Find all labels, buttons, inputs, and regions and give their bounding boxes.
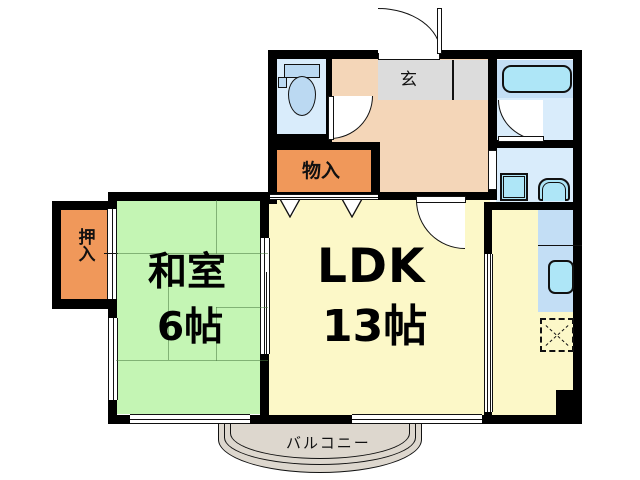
- kitchen-window-track-1: [487, 254, 488, 412]
- entrance-door-leaf[interactable]: [437, 8, 442, 54]
- wall-toilet-left: [268, 50, 277, 204]
- tatami-seam-h1: [116, 253, 268, 254]
- monoire-front-line: [270, 197, 378, 198]
- washing-machine-inner: [503, 176, 525, 198]
- tatami-seam-h3: [216, 307, 268, 308]
- wall-toilet-bottom: [268, 134, 332, 142]
- oshiire-fill: [60, 209, 108, 299]
- monoire-hanger-right-outline: [340, 198, 364, 218]
- refrigerator-space: [540, 318, 574, 352]
- wall-oshiire-left: [52, 201, 61, 309]
- entrance-door-swing[interactable]: [378, 8, 441, 53]
- genkan-label: 玄: [400, 70, 417, 90]
- oshiire-door-handle: [104, 253, 118, 254]
- washitsu-window-track: [130, 419, 250, 420]
- wall-oshiire-top: [52, 201, 116, 210]
- wall-hall-right: [488, 50, 497, 200]
- monoire-hanger-left-outline: [278, 198, 302, 218]
- balcony-window-track: [352, 419, 482, 420]
- balcony-label: バルコニー: [286, 434, 371, 452]
- oshiire-door-track: [112, 209, 113, 299]
- washitsu-window-left-track: [113, 318, 114, 400]
- genkan-tile: [378, 60, 490, 100]
- tatami-seam-v2: [216, 307, 217, 361]
- kitchen-sink: [548, 260, 574, 294]
- wall-washitsu-top: [108, 192, 268, 201]
- wall-bottom-right-notch: [556, 390, 582, 424]
- wall-monoire-right: [371, 142, 380, 200]
- vanity-sink-inner: [542, 182, 566, 201]
- bathtub: [502, 65, 572, 93]
- wall-bath-washroom: [488, 140, 582, 148]
- kitchen-counter-seam: [538, 245, 582, 246]
- toilet-bowl: [288, 76, 316, 116]
- toilet-tank-lever: [278, 77, 287, 88]
- tatami-seam-v3: [168, 253, 169, 360]
- monoire-fill: [276, 150, 376, 192]
- washroom-door-opening[interactable]: [488, 150, 497, 190]
- fusuma-track-1: [264, 238, 265, 354]
- wall-monoire-top: [268, 142, 380, 150]
- washitsu-ldk-sliding-door[interactable]: [260, 238, 270, 354]
- genkan-divider: [452, 60, 454, 100]
- kitchen-window[interactable]: [484, 254, 493, 412]
- wall-washroom-bottom: [488, 202, 582, 210]
- wall-bottom: [108, 415, 582, 424]
- washitsu-label: 和室: [148, 250, 227, 295]
- ldk-size-label: 13帖: [322, 301, 428, 352]
- oshiire-label: 押入: [74, 228, 95, 262]
- bath-door-leaf[interactable]: [498, 136, 544, 142]
- fusuma-track-2: [266, 272, 267, 354]
- monoire-label: 物入: [302, 160, 341, 182]
- ldk-label: LDK: [317, 239, 426, 294]
- kitchen-window-track-2: [490, 254, 491, 412]
- toilet-door-leaf[interactable]: [328, 96, 334, 140]
- tatami-seam-v1: [216, 200, 217, 254]
- washitsu-size-label: 6帖: [157, 305, 224, 350]
- ldk-door-leaf[interactable]: [416, 196, 466, 203]
- wall-right-outer: [573, 50, 582, 424]
- tatami-seam-h2: [116, 360, 268, 361]
- wall-oshiire-bottom: [52, 299, 116, 309]
